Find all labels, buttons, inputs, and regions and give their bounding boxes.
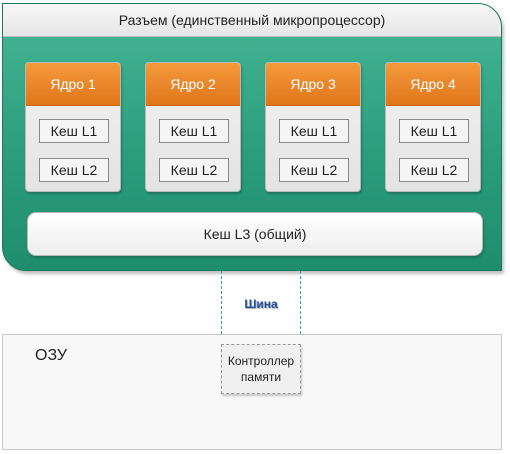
core-title: Ядро 2 xyxy=(146,63,240,106)
socket-title: Разъем (единственный микропроцессор) xyxy=(3,4,501,37)
cache-l1: Кеш L1 xyxy=(399,119,469,143)
core-4: Ядро 4 Кеш L1 Кеш L2 xyxy=(385,62,481,192)
ram-label: ОЗУ xyxy=(35,347,68,364)
cache-l3-shared: Кеш L3 (общий) xyxy=(27,212,483,256)
core-2: Ядро 2 Кеш L1 Кеш L2 xyxy=(145,62,241,192)
core-title: Ядро 3 xyxy=(266,63,360,106)
cache-l2: Кеш L2 xyxy=(279,158,349,182)
core-title: Ядро 4 xyxy=(386,63,480,106)
bus-line-left xyxy=(221,271,222,339)
bus-label: Шина xyxy=(244,297,278,311)
ram-block: ОЗУ Контроллер памяти xyxy=(2,334,502,450)
processor-socket: Разъем (единственный микропроцессор) Ядр… xyxy=(2,3,502,271)
cache-l1: Кеш L1 xyxy=(159,119,229,143)
core-1: Ядро 1 Кеш L1 Кеш L2 xyxy=(25,62,121,192)
cache-l1: Кеш L1 xyxy=(279,119,349,143)
cache-l2: Кеш L2 xyxy=(39,158,109,182)
bus-line-right xyxy=(300,271,301,339)
cache-l1: Кеш L1 xyxy=(39,119,109,143)
core-title: Ядро 1 xyxy=(26,63,120,106)
cache-l2: Кеш L2 xyxy=(399,158,469,182)
core-3: Ядро 3 Кеш L1 Кеш L2 xyxy=(265,62,361,192)
cache-l2: Кеш L2 xyxy=(159,158,229,182)
memory-controller: Контроллер памяти xyxy=(221,344,301,394)
